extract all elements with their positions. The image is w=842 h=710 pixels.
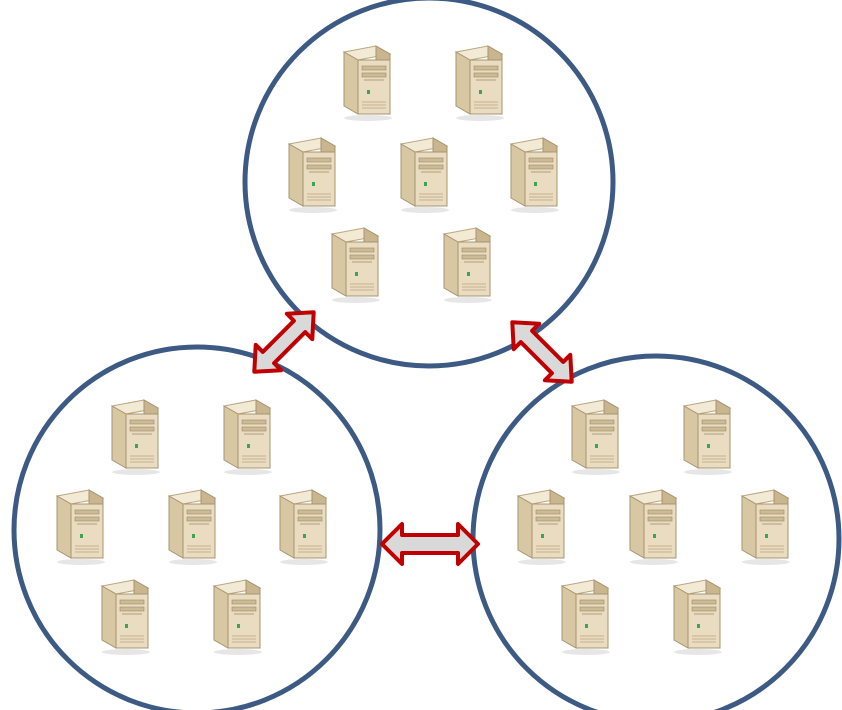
server-icon <box>101 579 151 656</box>
server-icon <box>400 137 450 214</box>
server-icon <box>517 489 567 566</box>
server-icon <box>343 45 393 122</box>
server-icon <box>629 489 679 566</box>
server-icon <box>455 45 505 122</box>
server-icon <box>223 399 273 476</box>
double-arrow-top-left <box>252 310 316 374</box>
server-icon <box>279 489 329 566</box>
server-icon <box>683 399 733 476</box>
server-icon <box>111 399 161 476</box>
server-icon <box>331 227 381 304</box>
server-icon <box>571 399 621 476</box>
server-icon <box>56 489 106 566</box>
server-icon <box>673 579 723 656</box>
double-arrow-top-right <box>510 320 574 384</box>
server-icon <box>288 137 338 214</box>
server-icon <box>510 137 560 214</box>
server-icon <box>213 579 263 656</box>
double-arrow-bottom <box>380 522 480 566</box>
server-icon <box>443 227 493 304</box>
server-icon <box>168 489 218 566</box>
server-icon <box>741 489 791 566</box>
server-icon <box>561 579 611 656</box>
